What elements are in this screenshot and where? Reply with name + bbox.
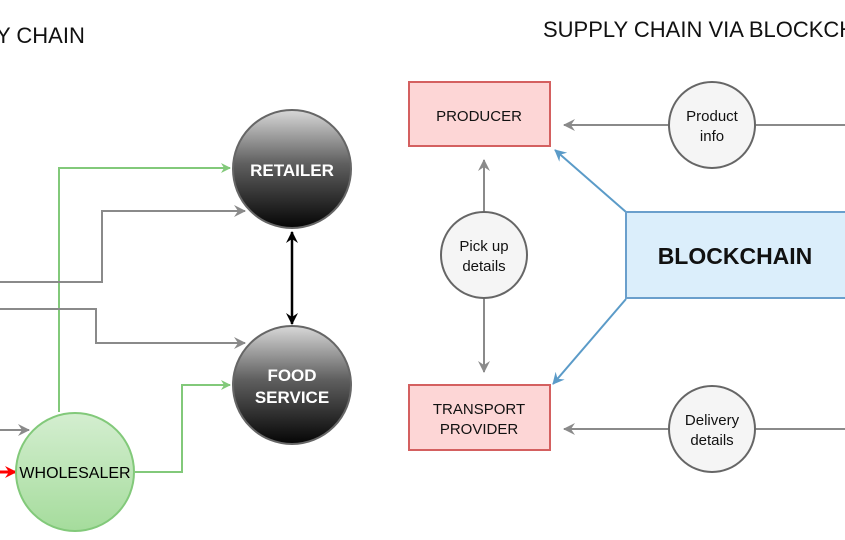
- producer-label: PRODUCER: [436, 108, 522, 125]
- connector-blockchain-transport: [552, 298, 627, 385]
- node-wholesaler: WHOLESALER: [15, 412, 135, 532]
- connector-wholesaler-retailer: [58, 163, 231, 412]
- node-food-service: FOOD SERVICE: [232, 325, 352, 445]
- wholesaler-label: WHOLESALER: [19, 465, 130, 482]
- right-title: SUPPLY CHAIN VIA BLOCKCHAIN: [543, 17, 845, 42]
- connector-to-retailer: [0, 205, 246, 283]
- node-pickup-details: Pick up details: [440, 211, 528, 299]
- food-service-label-1: FOOD: [267, 366, 316, 385]
- pickup-label-1: Pick up: [459, 238, 508, 255]
- node-producer: PRODUCER: [408, 81, 551, 147]
- transport-label-2: PROVIDER: [440, 421, 519, 438]
- left-title: Y CHAIN: [0, 23, 85, 48]
- product-info-label-1: Product: [686, 108, 739, 125]
- delivery-label-2: details: [690, 432, 733, 449]
- node-transport-provider: TRANSPORT PROVIDER: [408, 384, 551, 451]
- node-delivery-details: Delivery details: [668, 385, 756, 473]
- blockchain-label: BLOCKCHAIN: [658, 243, 813, 269]
- delivery-label-1: Delivery: [685, 412, 740, 429]
- node-product-info: Product info: [668, 81, 756, 169]
- connector-to-food-service: [0, 308, 246, 349]
- node-blockchain: BLOCKCHAIN: [625, 211, 845, 299]
- pickup-label-2: details: [462, 258, 505, 275]
- transport-label-1: TRANSPORT: [433, 401, 525, 418]
- retailer-label: RETAILER: [250, 161, 334, 180]
- connector-blockchain-producer: [554, 149, 627, 213]
- node-retailer: RETAILER: [232, 109, 352, 229]
- connector-wholesaler-food-service: [135, 380, 231, 473]
- product-info-label-2: info: [700, 128, 724, 145]
- food-service-label-2: SERVICE: [255, 388, 329, 407]
